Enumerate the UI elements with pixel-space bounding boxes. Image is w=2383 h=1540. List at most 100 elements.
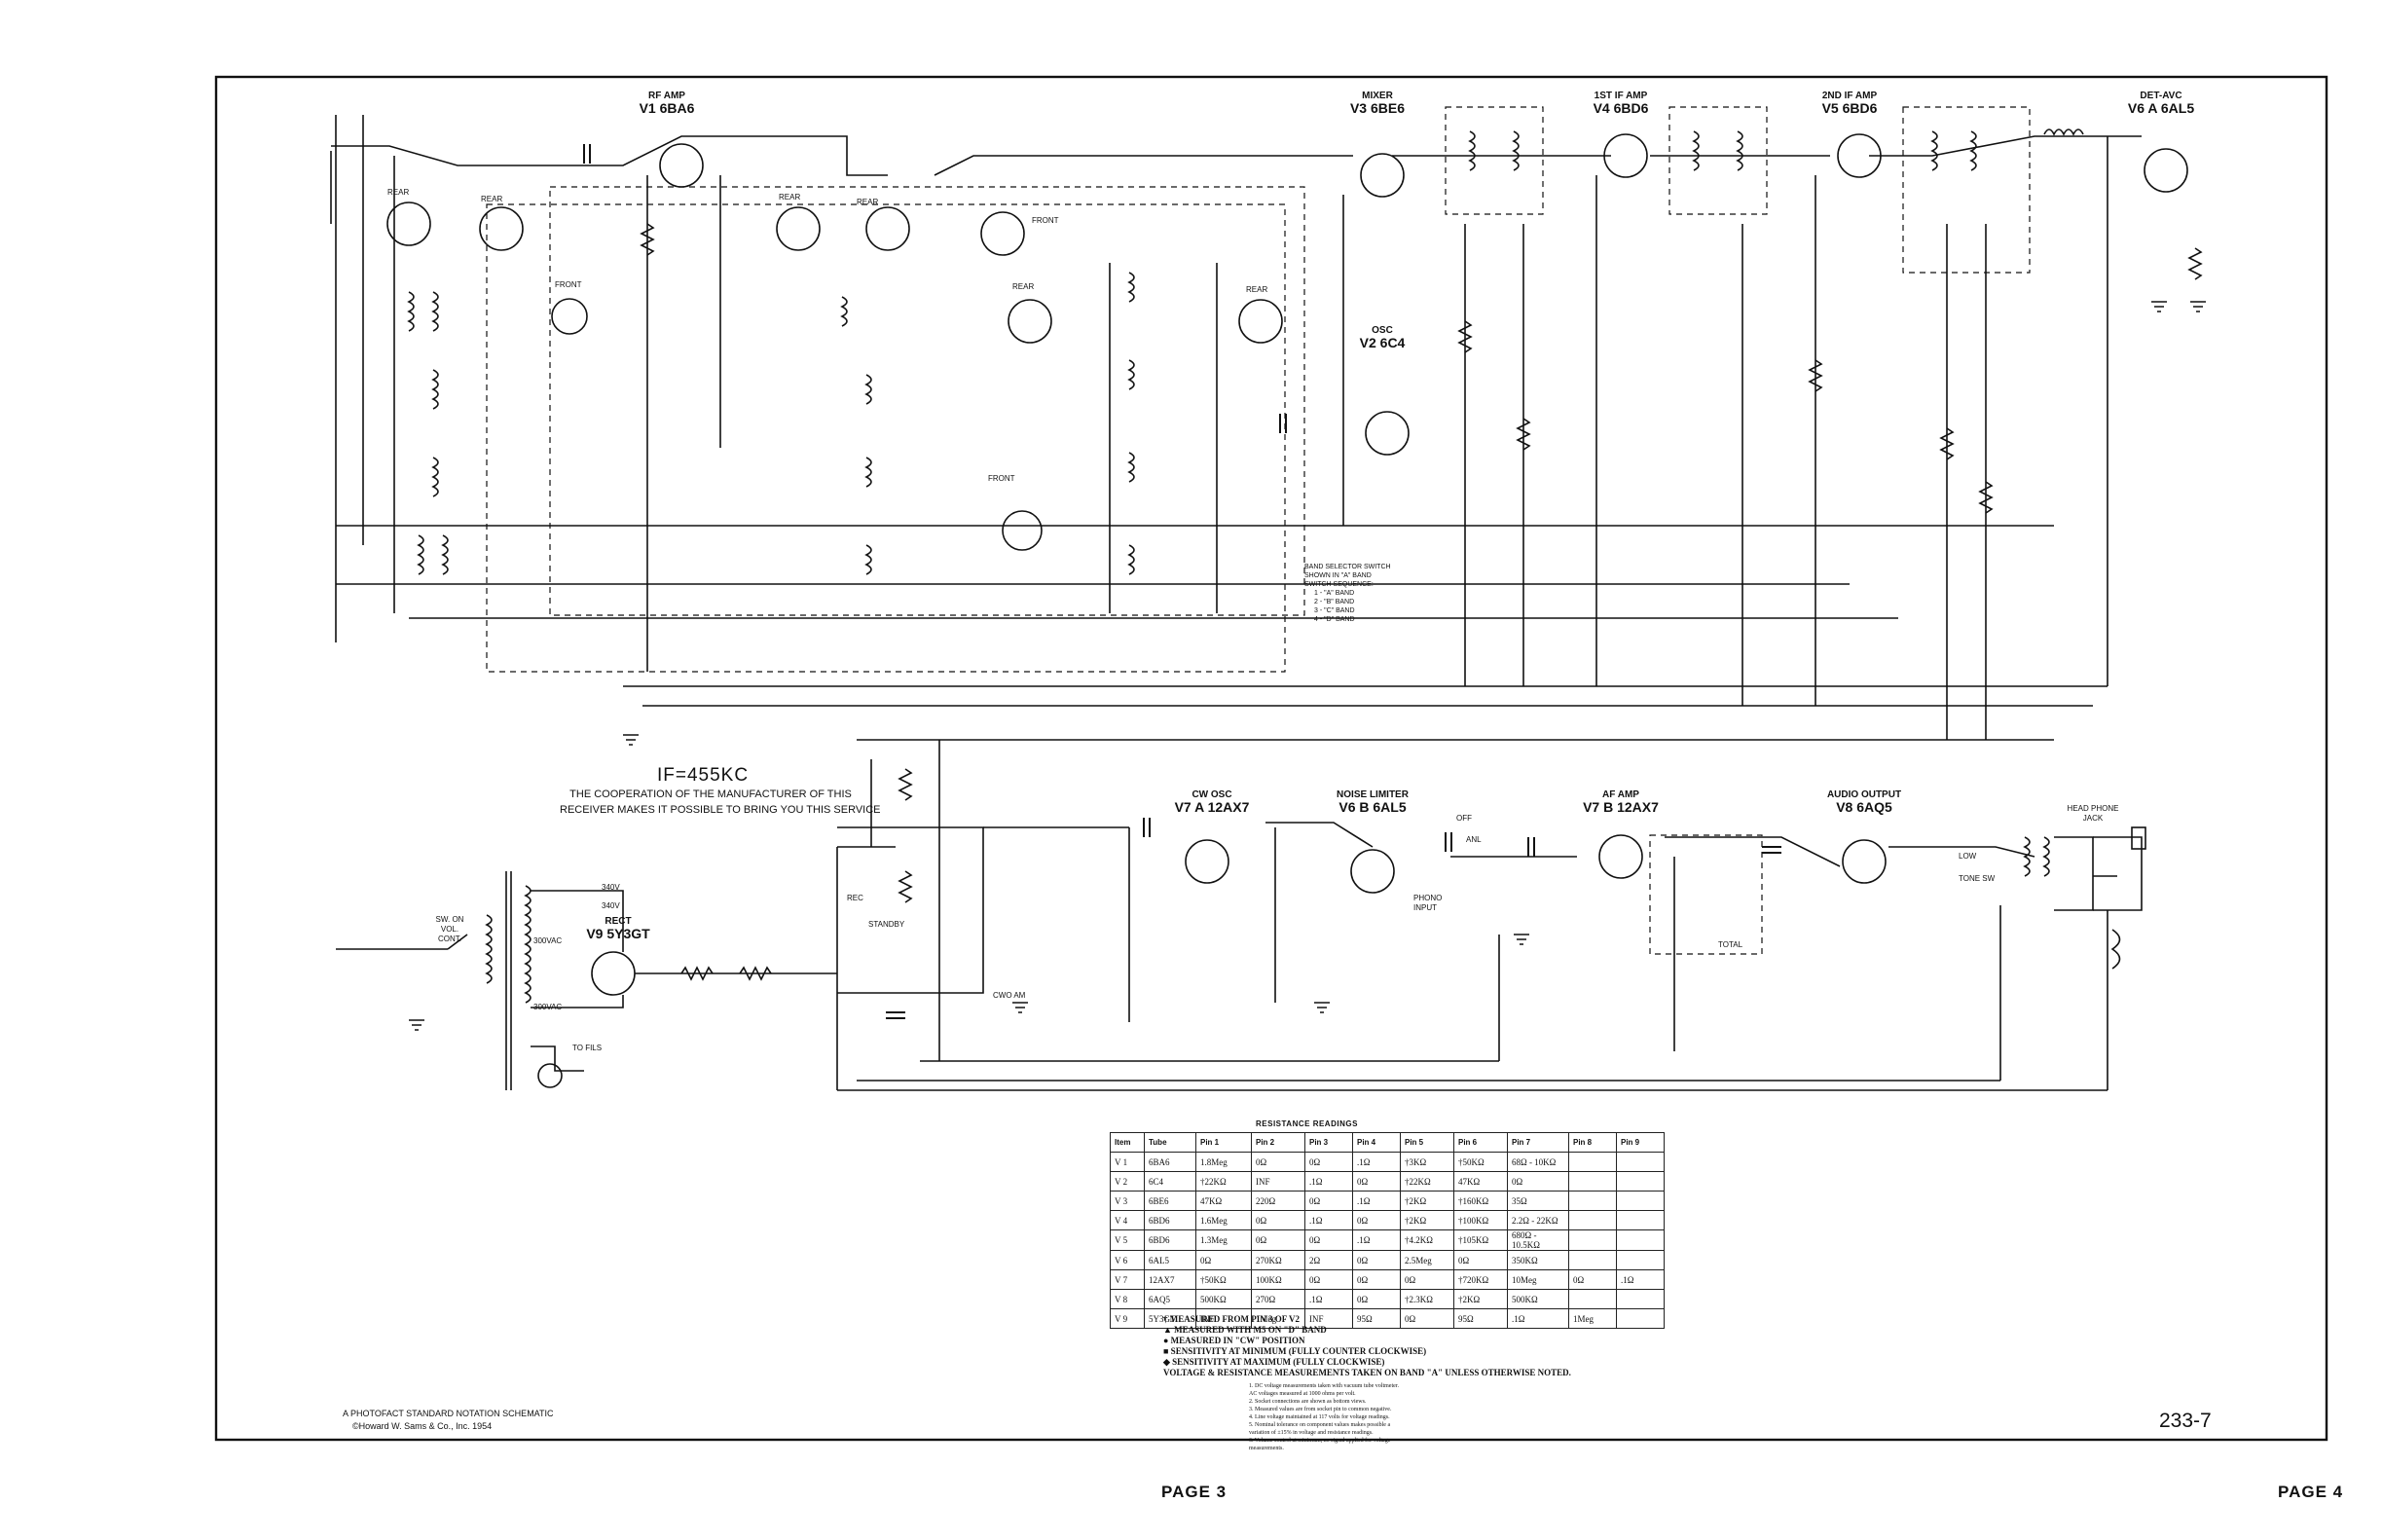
tube-type: 6C4 [1379,335,1406,350]
resistance-cell: 0Ω [1352,1289,1401,1309]
resistance-cell: 6BE6 [1144,1191,1196,1211]
tube-type: B 6AL5 [1359,799,1407,815]
resistance-cell: V 1 [1110,1152,1145,1172]
tube-ref: V1 [639,100,656,116]
resistance-cell: .1Ω [1304,1210,1353,1230]
resistance-cell [1568,1229,1617,1251]
resistance-cell: 0Ω [1195,1250,1252,1270]
resistance-cell [1568,1171,1617,1192]
tube-label-1st-if-amp: 1ST IF AMP V4 6BD6 [1577,90,1665,115]
resistance-cell: V 9 [1110,1308,1145,1329]
resistance-header-row: Item Tube Pin 1 Pin 2 Pin 3 Pin 4 Pin 5 … [1110,1132,1665,1153]
band-line: SHOWN IN "A" BAND [1304,572,1372,579]
resistance-cell: 0Ω [1352,1171,1401,1192]
label-phono-input: PHONO INPUT [1413,894,1443,912]
resistance-cell [1616,1210,1665,1230]
tube-ref: V7 [1174,799,1192,815]
resistance-cell: 2.2Ω - 22KΩ [1507,1210,1569,1230]
resistance-cell: 270Ω [1251,1289,1305,1309]
band-line: 4 - "D" BAND [1314,616,1355,623]
footnote-line: 4. Line voltage maintained at 117 volts … [1249,1414,1390,1420]
resistance-cell [1616,1171,1665,1192]
footnote-line: 3. Measured values are from socket pin t… [1249,1407,1392,1412]
tube-role: CW OSC [1192,789,1232,800]
label-rear-5: REAR [1012,282,1035,291]
footnote-line: 6. Volume control at minimum, no signal … [1249,1438,1391,1444]
resistance-cell: V 6 [1110,1250,1145,1270]
page-label-left: PAGE 3 [1161,1483,1228,1501]
resistance-cell: 0Ω [1304,1269,1353,1290]
resistance-cell: INF [1251,1171,1305,1192]
tube-role: RECT [605,916,632,927]
credit-block: A PHOTOFACT STANDARD NOTATION SCHEMATIC … [343,1408,554,1433]
tube-label-cw-osc: CW OSC V7 A 12AX7 [1163,788,1261,814]
label-to-fils: TO FILS [572,1044,603,1052]
resistance-cell [1568,1210,1617,1230]
resistance-cell: V 8 [1110,1289,1145,1309]
resistance-cell: †50KΩ [1453,1152,1508,1172]
resistance-table-title: RESISTANCE READINGS [1256,1119,1358,1128]
resistance-cell: †2.3KΩ [1400,1289,1454,1309]
col-pin1: Pin 1 [1195,1132,1252,1153]
resistance-cell: 47KΩ [1195,1191,1252,1211]
tube-role: DET-AVC [2140,91,2182,101]
resistance-cell: †22KΩ [1400,1171,1454,1192]
label-300vac-b: 300VAC [533,1003,563,1011]
resistance-cell: 6BA6 [1144,1152,1196,1172]
tube-ref: V9 [586,926,604,941]
tube-ref: V6 [2127,100,2145,116]
resistance-legend: † MEASURED FROM PIN 3 OF V2 ▲ MEASURED W… [1163,1314,1571,1378]
label-total: TOTAL [1718,940,1743,949]
measurement-footnotes: 1. DC voltage measurements taken with va… [1249,1382,1399,1452]
resistance-cell: †50KΩ [1195,1269,1252,1290]
resistance-cell: 6BD6 [1144,1229,1196,1251]
footnote-line: 1. DC voltage measurements taken with va… [1249,1383,1399,1389]
footnote-line: variation of ±15% in voltage and resista… [1249,1430,1374,1436]
resistance-cell [1568,1289,1617,1309]
label-340v-a: 340V [602,883,620,892]
resistance-cell: V 7 [1110,1269,1145,1290]
resistance-cell: 0Ω [1251,1152,1305,1172]
tube-ref: V8 [1836,799,1853,815]
tube-role: AUDIO OUTPUT [1826,789,1902,800]
footnote-line: AC voltages measured at 1000 ohms per vo… [1249,1391,1356,1397]
resistance-table: Item Tube Pin 1 Pin 2 Pin 3 Pin 4 Pin 5 … [1110,1132,1665,1329]
resistance-cell [1616,1250,1665,1270]
label-anl: ANL [1466,835,1482,844]
col-pin3: Pin 3 [1304,1132,1353,1153]
resistance-cell: 2Ω [1304,1250,1353,1270]
label-rear-1: REAR [387,188,410,197]
resistance-cell: 680Ω - 10.5KΩ [1507,1229,1569,1251]
resistance-cell: V 4 [1110,1210,1145,1230]
tube-label-det-avc: DET-AVC V6 A 6AL5 [2112,90,2210,115]
label-cwo-am: CWO AM [993,991,1026,1000]
resistance-cell: †2KΩ [1453,1289,1508,1309]
cooperation-line: THE COOPERATION OF THE MANUFACTURER OF T… [569,788,852,800]
resistance-cell [1568,1250,1617,1270]
resistance-cell: 1.6Meg [1195,1210,1252,1230]
credit-line: A PHOTOFACT STANDARD NOTATION SCHEMATIC [343,1409,554,1418]
resistance-cell [1616,1289,1665,1309]
resistance-cell: 1Meg [1568,1308,1617,1329]
tube-type: 6BD6 [1613,100,1649,116]
resistance-cell: 0Ω [1352,1250,1401,1270]
label-front-3: FRONT [988,474,1015,483]
resistance-cell: 350KΩ [1507,1250,1569,1270]
label-rear-3: REAR [779,193,801,202]
resistance-cell: V 3 [1110,1191,1145,1211]
resistance-cell: INF [1304,1308,1353,1329]
tube-role: RF AMP [648,91,685,101]
col-pin9: Pin 9 [1616,1132,1665,1153]
band-line: 2 - "B" BAND [1314,599,1355,605]
resistance-cell: 0Ω [1507,1171,1569,1192]
tube-role: OSC [1372,325,1393,336]
footnote-line: 5. Nominal tolerance on component values… [1249,1422,1391,1428]
resistance-cell: 1.3Meg [1195,1229,1252,1251]
resistance-cell: †100KΩ [1453,1210,1508,1230]
schematic-code: 233-7 [2159,1410,2212,1432]
